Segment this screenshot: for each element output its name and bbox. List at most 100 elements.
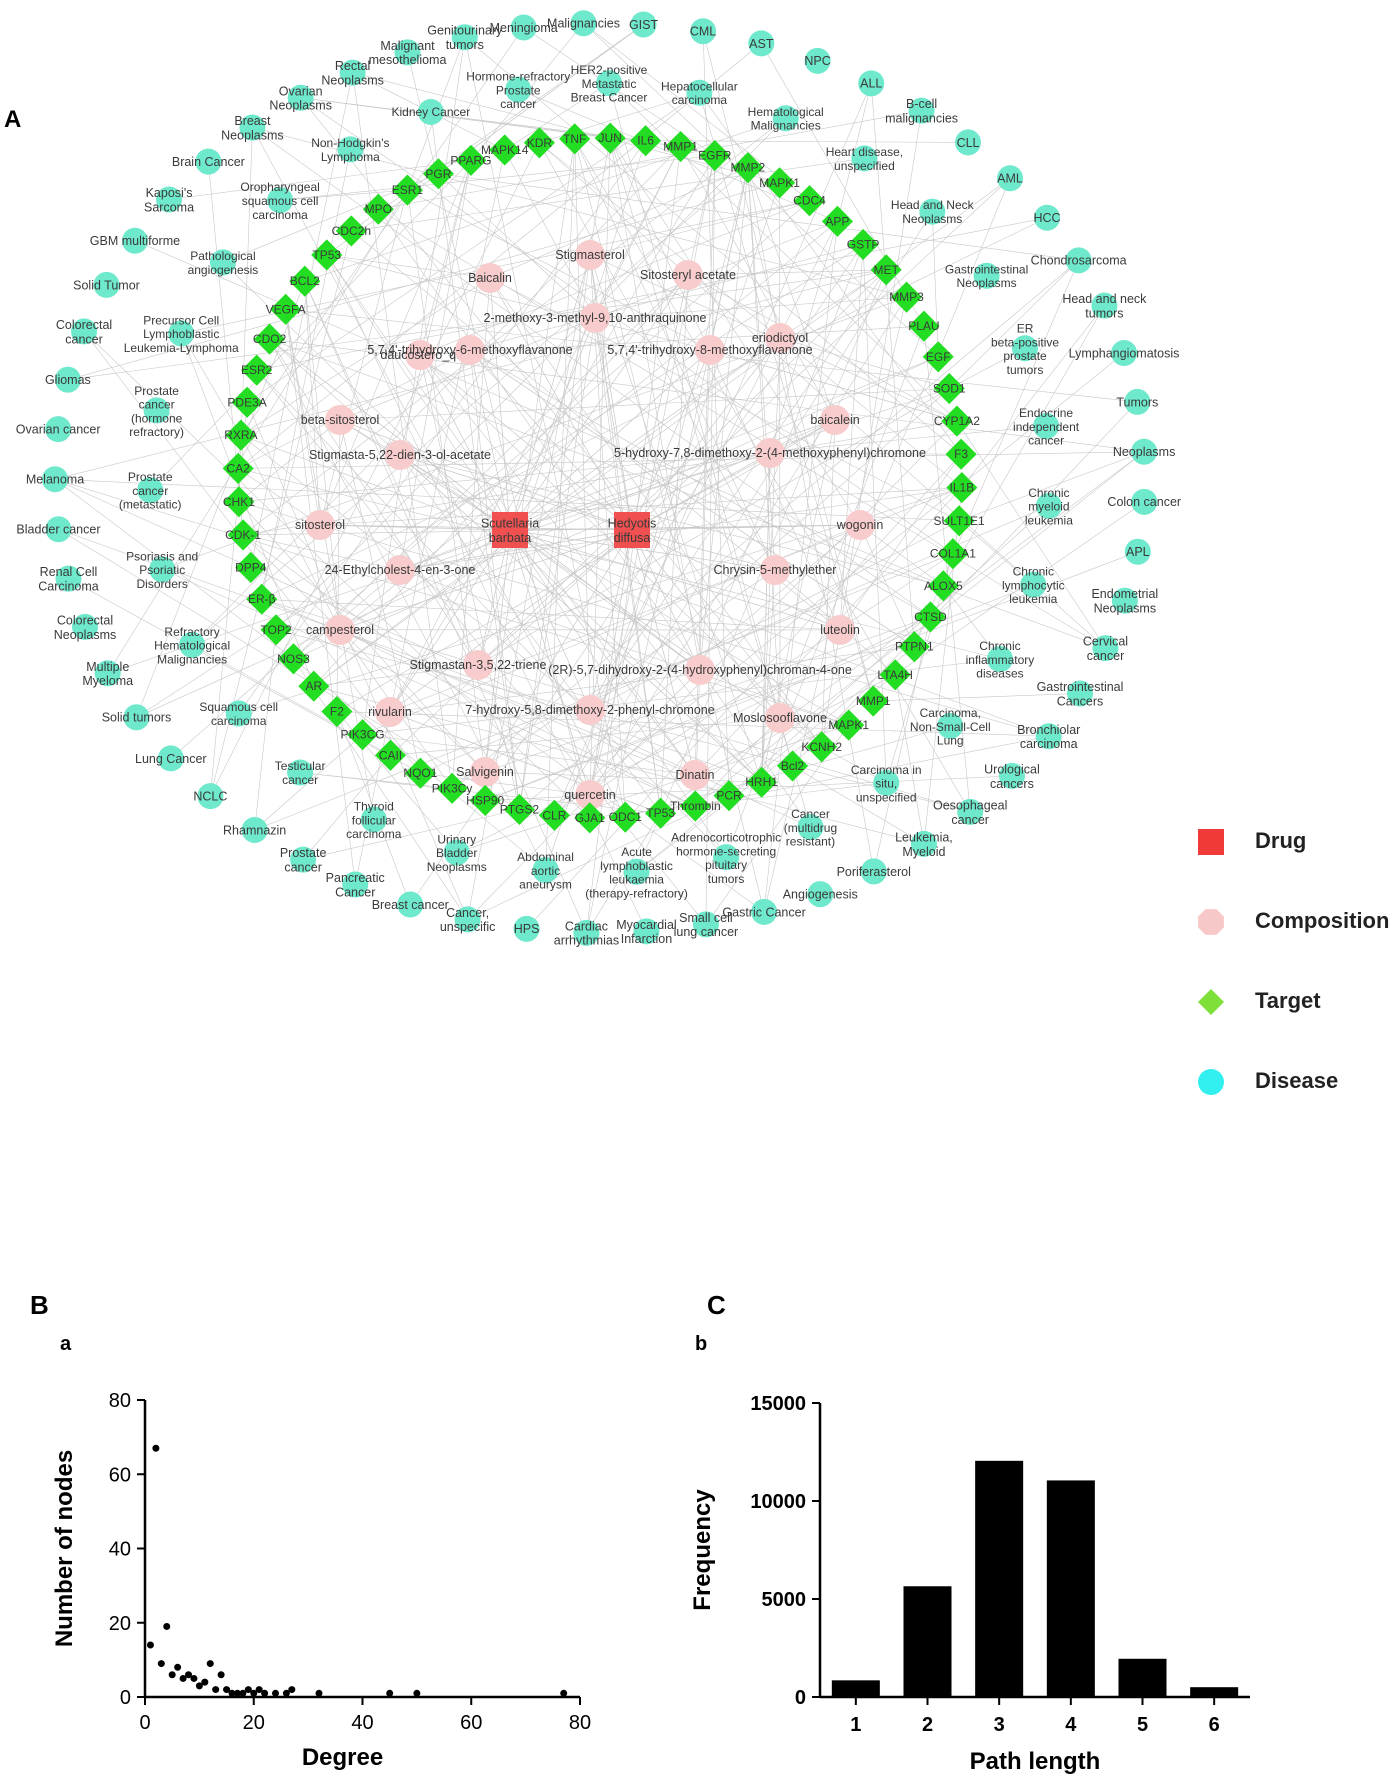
disease-node-b-cell-malignancies[interactable] <box>908 97 935 124</box>
composition-node-luteolin[interactable] <box>825 615 855 645</box>
disease-node-cancer-unspecific[interactable] <box>454 906 481 933</box>
disease-node-ovarian-neoplasms[interactable] <box>287 84 314 111</box>
composition-node-eriodictyol[interactable] <box>765 323 795 353</box>
disease-node-gastric-cancer[interactable] <box>751 898 778 925</box>
disease-node-npc[interactable] <box>804 47 831 74</box>
disease-node-colorectal-cancer[interactable] <box>71 318 98 345</box>
disease-node-pathological-angiogenesis[interactable] <box>209 249 236 276</box>
target-node-nos3[interactable] <box>277 643 310 675</box>
target-node-vegfa[interactable] <box>270 293 302 325</box>
target-node-met[interactable] <box>870 254 902 286</box>
disease-node-psoriasis-and-psoriatic-disorders[interactable] <box>149 556 176 583</box>
target-node-nqo1[interactable] <box>404 757 436 789</box>
disease-node-apl[interactable] <box>1124 538 1151 565</box>
composition-node-beta-sitosterol[interactable] <box>325 405 355 435</box>
disease-node-renal-cell-carcinoma[interactable] <box>55 565 82 592</box>
target-node-esr1[interactable] <box>391 174 423 206</box>
disease-node-gbm-multiforme[interactable] <box>121 227 148 254</box>
disease-node-head-and-neck-neoplasms[interactable] <box>919 198 946 225</box>
disease-node-thyroid-follicular-carcinoma[interactable] <box>360 806 387 833</box>
disease-node-hematological-malignancies[interactable] <box>772 105 799 132</box>
composition-node-5-7-4-trihydroxy-6-methoxyflavanone[interactable] <box>455 335 485 365</box>
composition-node-2-methoxy-3-methyl-9-10-anthraquinone[interactable] <box>580 303 610 333</box>
disease-node-hcc[interactable] <box>1034 204 1061 231</box>
target-node-cdk-1[interactable] <box>227 519 259 551</box>
disease-node-endocrine-independent-cancer[interactable] <box>1033 413 1060 440</box>
disease-node-adrenocorticotrophic-hormone-secreting-pituitary-tumors[interactable] <box>713 844 740 871</box>
drug-node-hedyotis-diffusa[interactable] <box>614 512 650 548</box>
disease-node-gastrointestinal-cancers[interactable] <box>1067 680 1094 707</box>
disease-node-non-hodgkin-s-lymphoma[interactable] <box>337 136 364 163</box>
disease-node-hps[interactable] <box>513 915 540 942</box>
disease-node-bronchiolar-carcinoma[interactable] <box>1035 723 1062 750</box>
disease-node-solid-tumor[interactable] <box>93 271 120 298</box>
composition-node-sitosteryl-acetate[interactable] <box>673 260 703 290</box>
disease-node-lymphangiomatosis[interactable] <box>1111 340 1138 367</box>
target-node-cdo2[interactable] <box>254 323 286 355</box>
composition-node-rivularin[interactable] <box>375 697 405 727</box>
disease-node-breast-neoplasms[interactable] <box>239 114 266 141</box>
disease-node-acute-lymphoblastic-leukaemia-therapy-refractory[interactable] <box>623 858 650 885</box>
composition-node-sitosterol[interactable] <box>305 510 335 540</box>
disease-node-carcinoma-in-situ-unspecified[interactable] <box>873 769 900 796</box>
composition-node-campesterol[interactable] <box>325 615 355 645</box>
disease-node-lung-cancer[interactable] <box>157 745 184 772</box>
target-node-plau[interactable] <box>908 310 940 342</box>
disease-node-heart-disease-unspecified[interactable] <box>851 145 878 172</box>
disease-node-pancreatic-cancer[interactable] <box>342 871 369 898</box>
disease-node-endometrial-neoplasms[interactable] <box>1111 587 1138 614</box>
composition-node-salvigenin[interactable] <box>470 757 500 787</box>
target-node-cdc2h[interactable] <box>335 215 367 247</box>
target-node-bcl2[interactable] <box>289 265 321 297</box>
disease-node-gist[interactable] <box>630 11 657 38</box>
target-node-f2[interactable] <box>321 695 353 728</box>
target-node-pik3cg[interactable] <box>347 719 379 751</box>
composition-node-stigmasta-5-22-dien-3-ol-acetate[interactable] <box>385 440 415 470</box>
composition-node-quercetin[interactable] <box>575 780 605 810</box>
disease-node-cardiac-arrhythmias[interactable] <box>573 919 600 946</box>
target-node-f3[interactable] <box>945 438 977 470</box>
disease-node-head-and-neck-tumors[interactable] <box>1091 292 1118 319</box>
disease-node-neoplasms[interactable] <box>1131 438 1158 465</box>
disease-node-tumors[interactable] <box>1124 388 1151 415</box>
disease-node-precursor-cell-lymphoblastic-leukemia-lymphoma[interactable] <box>168 320 195 347</box>
disease-node-cll[interactable] <box>955 129 982 156</box>
disease-node-chondrosarcoma[interactable] <box>1065 247 1092 274</box>
disease-node-leukemia-myeloid[interactable] <box>910 830 937 857</box>
disease-node-gastrointestinal-neoplasms[interactable] <box>973 262 1000 289</box>
disease-node-genitourinary-tumors[interactable] <box>451 24 478 51</box>
disease-node-er-beta-positive-prostate-tumors[interactable] <box>1012 335 1039 362</box>
disease-node-multiple-myeloma[interactable] <box>94 660 121 687</box>
composition-node-2r-5-7-dihydroxy-2-4-hydroxyphenyl-chroman-4-one[interactable] <box>685 655 715 685</box>
disease-node-squamous-cell-carcinoma[interactable] <box>225 700 252 727</box>
composition-node-daucostero-qt[interactable] <box>405 340 435 370</box>
target-node-sod1[interactable] <box>933 372 965 405</box>
disease-node-hormone-refractory-prostate-cancer[interactable] <box>505 76 532 103</box>
disease-node-cml[interactable] <box>690 18 717 45</box>
disease-node-ast[interactable] <box>748 30 775 57</box>
disease-node-colon-cancer[interactable] <box>1131 488 1158 515</box>
target-node-top2[interactable] <box>260 614 292 646</box>
disease-node-malignant-mesothelioma[interactable] <box>394 39 421 66</box>
composition-node-dinatin[interactable] <box>680 760 710 790</box>
disease-node-breast-cancer[interactable] <box>397 891 424 918</box>
target-node-pde3a[interactable] <box>231 386 263 418</box>
disease-node-malignancies[interactable] <box>570 10 597 37</box>
composition-node-24-ethylcholest-4-en-3-one[interactable] <box>385 555 415 585</box>
composition-node-5-7-4-trihydroxy-8-methoxyflavanone[interactable] <box>695 335 725 365</box>
disease-node-abdominal-aortic-aneurysm[interactable] <box>532 857 559 884</box>
target-node-hsp90[interactable] <box>469 784 501 817</box>
disease-node-chronic-inflammatory-diseases[interactable] <box>986 646 1013 673</box>
target-node-mpo[interactable] <box>362 193 394 225</box>
disease-node-poriferasterol[interactable] <box>860 858 887 885</box>
disease-node-nclc[interactable] <box>197 783 224 810</box>
disease-node-ovarian-cancer[interactable] <box>45 416 72 443</box>
target-node-mmp3[interactable] <box>890 281 923 313</box>
disease-node-refractory-hematological-malignancies[interactable] <box>179 631 206 658</box>
target-node-chk1[interactable] <box>223 486 255 518</box>
disease-node-chronic-lymphocytic-leukemia[interactable] <box>1020 571 1047 598</box>
disease-node-urological-cancers[interactable] <box>998 762 1025 789</box>
disease-node-small-cell-lung-cancer[interactable] <box>692 911 719 938</box>
composition-node-7-hydroxy-5-8-dimethoxy-2-phenyl-chromone[interactable] <box>575 695 605 725</box>
composition-node-baicalin[interactable] <box>475 263 505 293</box>
